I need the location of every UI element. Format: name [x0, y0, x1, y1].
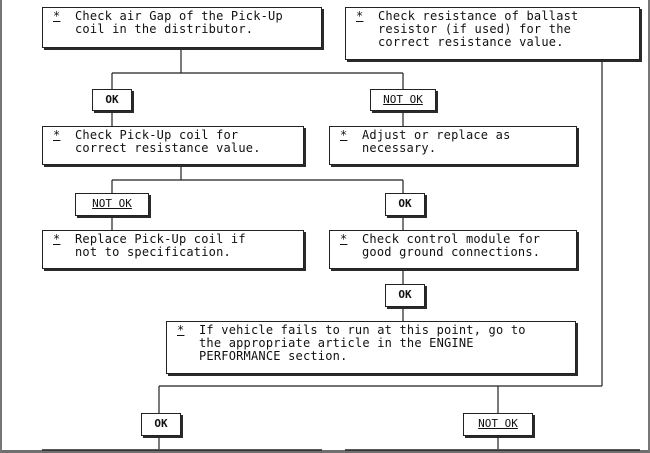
check-air-gap-box: * Check air Gap of the Pick-Up coil in t… — [42, 7, 322, 48]
ok-tag-air-gap: OK — [92, 89, 132, 111]
check-air-gap-text: Check air Gap of the Pick-Up coil in the… — [75, 9, 283, 36]
note-asterisk: * — [340, 232, 348, 246]
not-ok-tag-ballast: NOT OK — [463, 413, 533, 436]
note-asterisk: * — [340, 128, 348, 142]
note-asterisk: * — [53, 9, 61, 23]
engine-performance-note-text: If vehicle fails to run at this point, g… — [199, 323, 526, 363]
ok-tag-ballast: OK — [141, 413, 181, 436]
check-control-module-box: * Check control module for good ground c… — [329, 230, 577, 269]
note-asterisk: * — [177, 323, 185, 337]
not-ok-label: NOT OK — [383, 93, 423, 106]
check-ballast-resistor-text: Check resistance of ballast resistor (if… — [378, 9, 579, 49]
check-control-module-text: Check control module for good ground con… — [362, 232, 541, 259]
not-ok-tag-pickup: NOT OK — [75, 193, 149, 216]
check-ballast-resistor-box: * Check resistance of ballast resistor (… — [345, 7, 640, 60]
not-ok-tag-air-gap: NOT OK — [370, 89, 436, 111]
ok-tag-pickup: OK — [385, 193, 425, 216]
engine-performance-note-box: * If vehicle fails to run at this point,… — [166, 321, 576, 374]
not-ok-label: NOT OK — [478, 417, 518, 430]
check-pickup-resistance-text: Check Pick-Up coil for correct resistanc… — [75, 128, 261, 155]
ok-tag-control-module: OK — [385, 284, 425, 307]
adjust-or-replace-box: * Adjust or replace as necessary. — [329, 126, 577, 165]
replace-pickup-coil-box: * Replace Pick-Up coil if not to specifi… — [42, 230, 304, 269]
note-asterisk: * — [53, 232, 61, 246]
note-asterisk: * — [53, 128, 61, 142]
replace-pickup-coil-text: Replace Pick-Up coil if not to specifica… — [75, 232, 246, 259]
adjust-or-replace-text: Adjust or replace as necessary. — [362, 128, 511, 155]
note-asterisk: * — [356, 9, 364, 23]
check-pickup-resistance-box: * Check Pick-Up coil for correct resista… — [42, 126, 304, 165]
not-ok-label: NOT OK — [92, 197, 132, 210]
